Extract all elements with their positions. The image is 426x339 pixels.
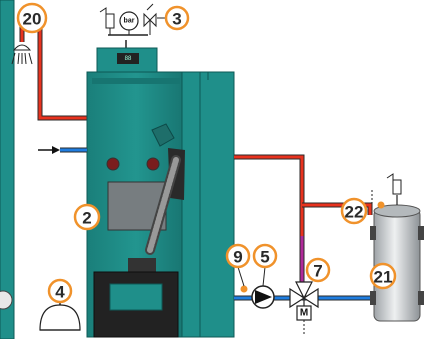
callout-label-5: 5 — [254, 245, 276, 267]
label-20: 20 — [23, 10, 42, 29]
callout-label-2: 2 — [75, 205, 99, 229]
label-7: 7 — [313, 262, 322, 281]
boiler-top-box: 88 — [97, 48, 157, 72]
circulation-pump-icon — [252, 286, 274, 308]
callout-label-21: 21 — [371, 264, 395, 288]
left-panel-edge — [0, 0, 14, 339]
label-21: 21 — [374, 268, 393, 287]
leader-9 — [238, 267, 244, 286]
safety-group-icon: bar — [100, 4, 156, 50]
label-4: 4 — [55, 283, 65, 302]
hot-supply-pipe — [22, 27, 87, 118]
label-5: 5 — [260, 248, 269, 267]
callout-label-3: 3 — [166, 7, 188, 29]
buffer-tank — [370, 174, 424, 321]
label-9: 9 — [233, 248, 242, 267]
label-3: 3 — [172, 10, 181, 29]
leader-5 — [263, 267, 265, 286]
motor-label: M — [300, 308, 308, 319]
svg-text:88: 88 — [125, 56, 132, 62]
temperature-sensor-icon — [241, 286, 248, 293]
callout-label-4: 4 — [49, 280, 71, 302]
shower-head-icon — [12, 45, 32, 64]
cold-inlet-pipe — [38, 146, 87, 154]
mixing-valve-icon: M — [290, 282, 318, 334]
gauge-label: bar — [124, 18, 135, 25]
callout-label-22: 22 — [342, 199, 366, 223]
label-22: 22 — [345, 203, 364, 222]
pellet-boiler — [87, 72, 234, 337]
callout-label-7: 7 — [307, 259, 329, 281]
callout-label-9: 9 — [227, 245, 249, 267]
label-2: 2 — [82, 209, 91, 228]
callout-label-20: 20 — [18, 4, 46, 32]
expansion-vessel-icon — [40, 300, 80, 330]
